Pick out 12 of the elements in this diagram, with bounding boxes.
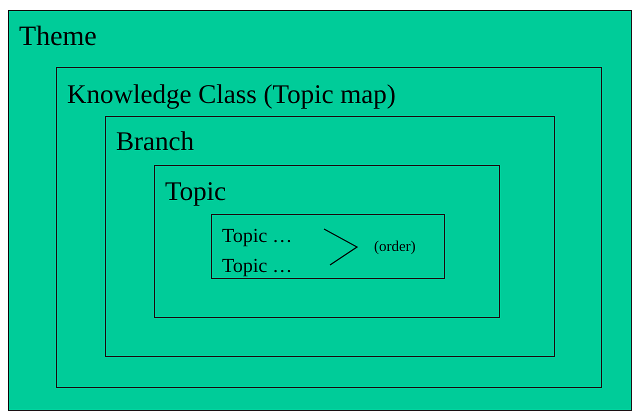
box-title: Topic (165, 178, 226, 205)
box-text: (order) (374, 240, 416, 255)
box-title: Branch (116, 128, 194, 155)
nested-box (8, 10, 632, 411)
box-title: Theme (19, 23, 97, 51)
box-text: Topic … (222, 256, 292, 276)
nested-box (154, 165, 500, 318)
nested-box (56, 67, 602, 388)
box-title: Knowledge Class (Topic map) (67, 81, 396, 108)
nested-box (105, 116, 555, 357)
nested-box (211, 214, 445, 279)
box-text: Topic … (222, 226, 292, 246)
